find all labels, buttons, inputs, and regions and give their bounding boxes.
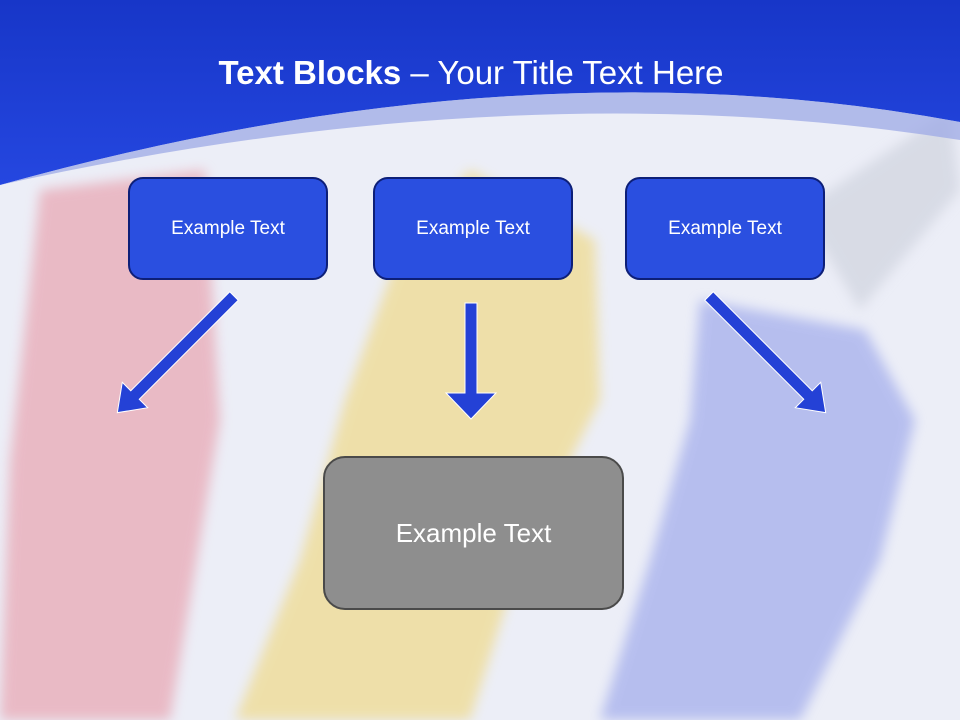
slide-title: Text Blocks – Your Title Text Here (0, 54, 942, 92)
title-bold: Text Blocks (218, 54, 402, 91)
center-text-block-label: Example Text (395, 517, 552, 548)
text-block-3: Example Text (625, 177, 825, 280)
arrow-right-diagonal (704, 291, 827, 414)
arrow-center-down (444, 302, 498, 420)
text-block-3-label: Example Text (668, 217, 782, 239)
blue-paint-stroke (600, 300, 915, 720)
arrow-left-diagonal (116, 291, 239, 414)
center-text-block: Example Text (323, 456, 624, 610)
red-paint-stroke (0, 170, 220, 720)
text-block-2: Example Text (373, 177, 573, 280)
text-block-2-label: Example Text (416, 217, 530, 239)
header-swoosh (0, 92, 960, 185)
title-separator: – (401, 54, 438, 91)
title-rest: Your Title Text Here (437, 54, 724, 91)
text-block-1: Example Text (128, 177, 328, 280)
header-band (0, 0, 960, 185)
brush-handle (800, 110, 960, 310)
text-block-1-label: Example Text (171, 217, 285, 239)
